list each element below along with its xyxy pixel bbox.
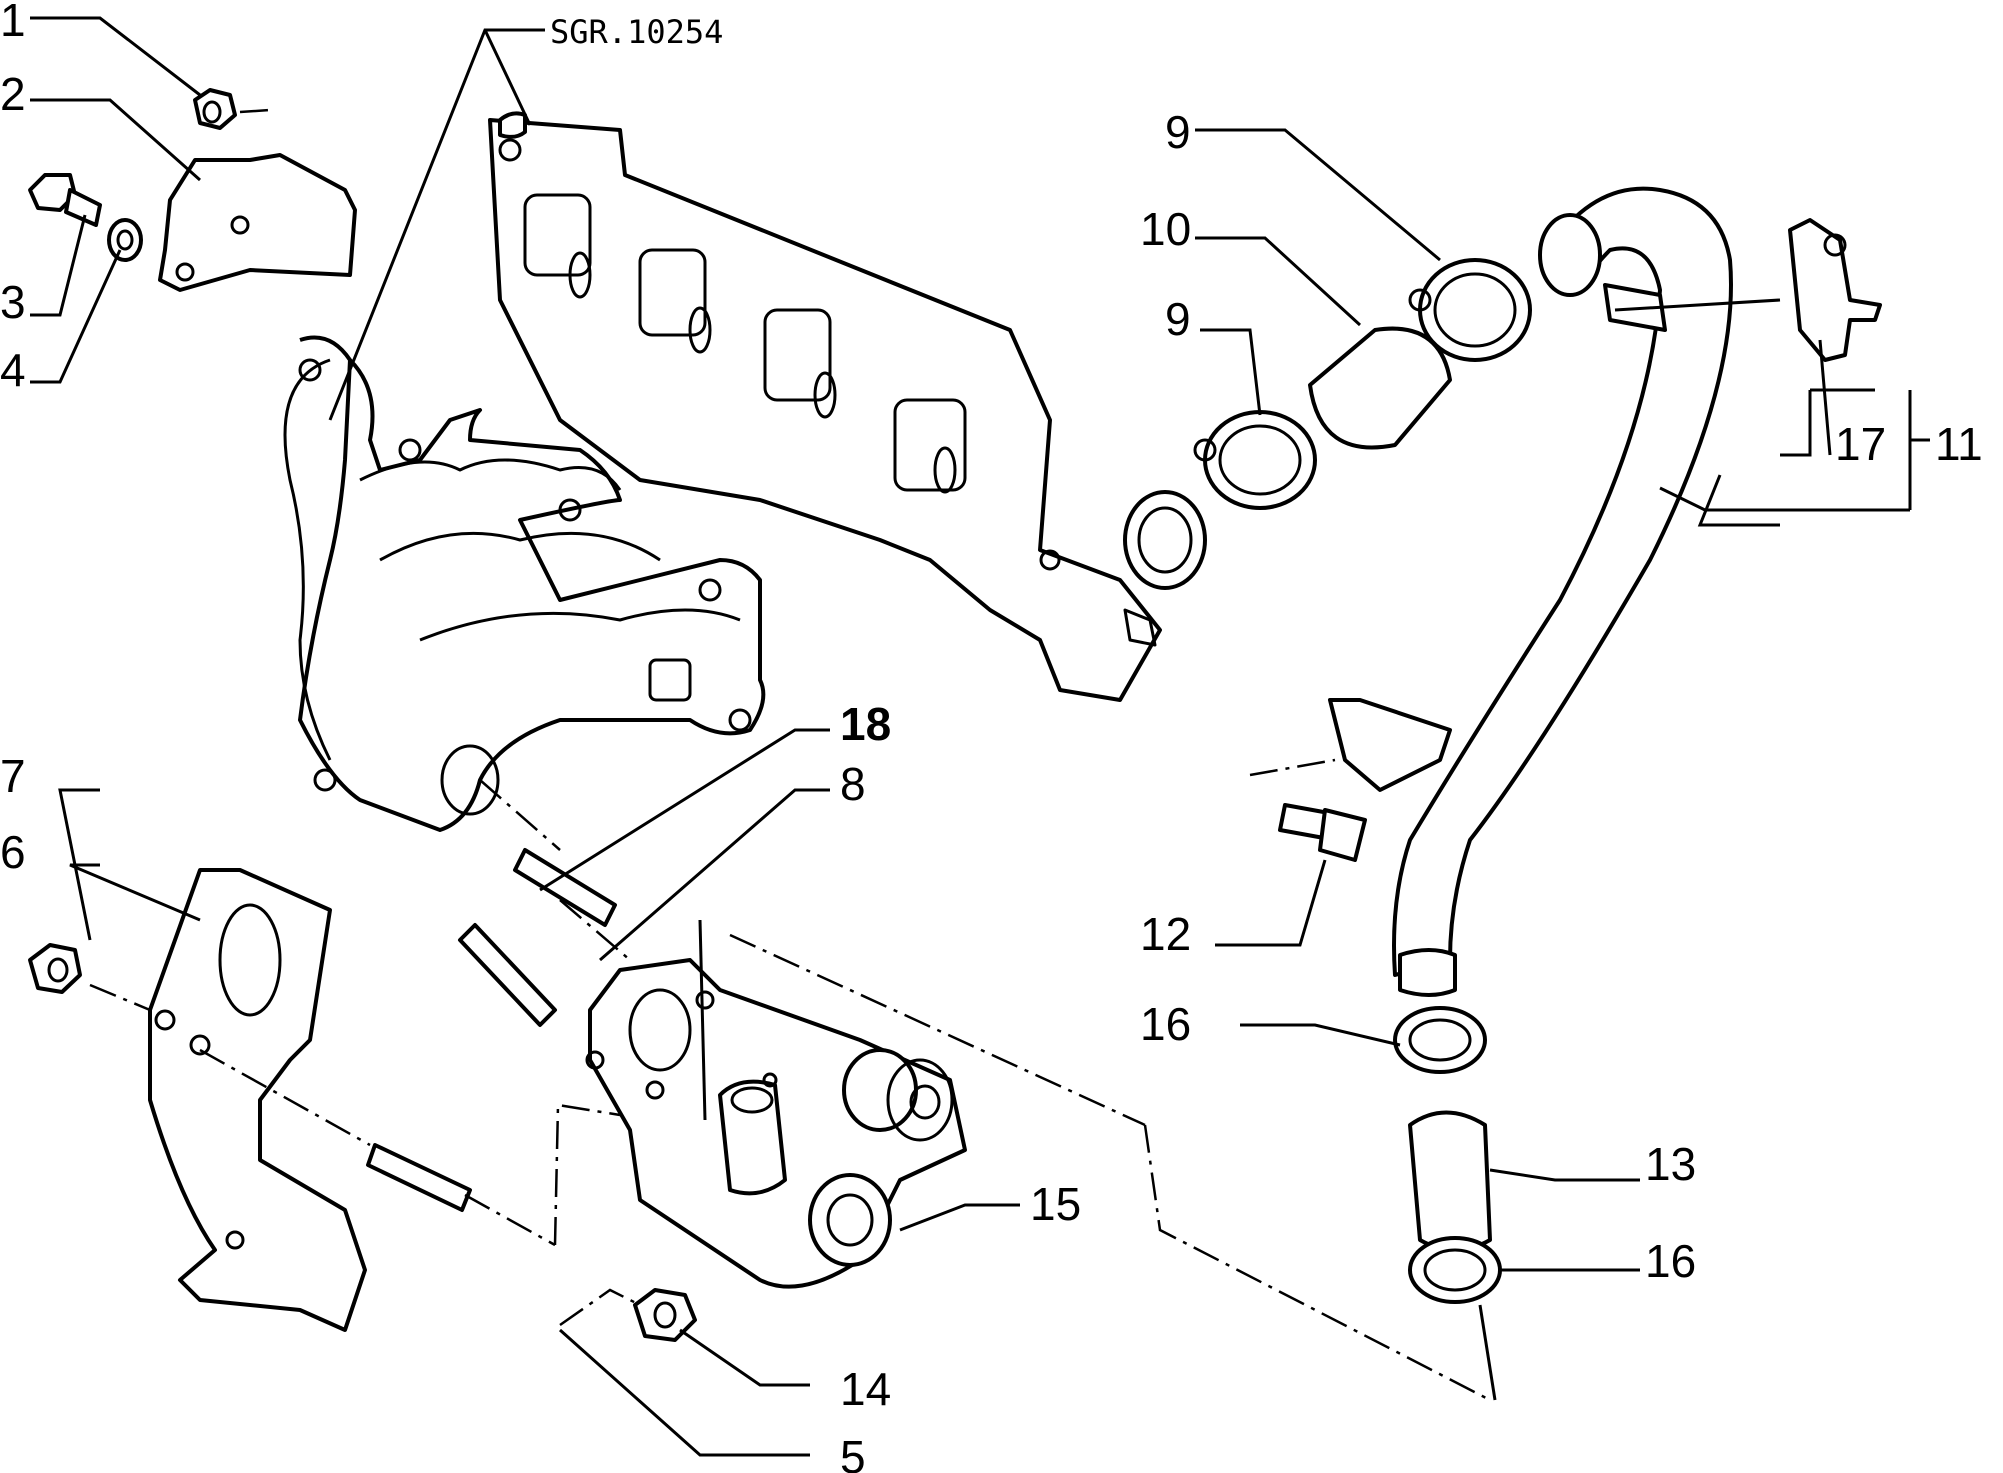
turbocharger [585, 958, 967, 1289]
callout-16-lower: 16 [1645, 1235, 1696, 1287]
callout-16-upper: 16 [1140, 998, 1191, 1050]
intake-manifold [488, 111, 1207, 702]
callout-18: 18 [840, 698, 891, 750]
stud-8 [458, 923, 557, 1027]
callout-12: 12 [1140, 908, 1191, 960]
hose-13 [1408, 1110, 1492, 1252]
washer-4 [107, 218, 143, 262]
callout-4: 4 [0, 344, 26, 396]
clamp-9-lower [1193, 410, 1317, 510]
callout-14: 14 [840, 1363, 891, 1415]
callout-10: 10 [1140, 203, 1191, 255]
clamp-16-lower [1408, 1236, 1502, 1304]
assembly-lines [89, 108, 1491, 1402]
callout-7: 7 [0, 750, 26, 802]
callout-11: 11 [1935, 418, 1983, 470]
exhaust-manifold [283, 335, 766, 832]
downpipe-7 [148, 868, 367, 1332]
callout-17: 17 [1835, 418, 1886, 470]
bolt-12 [1278, 803, 1367, 862]
nut-6 [28, 943, 82, 994]
hose-10 [1308, 326, 1452, 450]
callout-13: 13 [1645, 1138, 1696, 1190]
stud-5 [366, 1143, 472, 1212]
callout-6: 6 [0, 826, 26, 878]
callout-9-upper: 9 [1165, 106, 1191, 158]
clamp-16-upper [1393, 1006, 1487, 1074]
bolt-3 [28, 173, 102, 227]
pipe-11 [1328, 186, 1733, 997]
leader-lines [30, 16, 1930, 1457]
callout-3: 3 [0, 276, 26, 328]
callout-15: 15 [1030, 1178, 1081, 1230]
callout-5: 5 [840, 1431, 866, 1473]
drawing-code: SGR.10254 [550, 13, 723, 51]
clip-17 [1788, 218, 1882, 362]
bracket-2 [158, 153, 357, 292]
stud-18 [513, 848, 617, 927]
callout-2: 2 [0, 68, 26, 120]
nut-14 [633, 1288, 697, 1342]
callout-1: 1 [0, 0, 26, 46]
callout-8: 8 [840, 758, 866, 810]
clamp-9-upper [1408, 258, 1532, 362]
callout-9-lower: 9 [1165, 293, 1191, 345]
nut-1 [193, 88, 237, 130]
